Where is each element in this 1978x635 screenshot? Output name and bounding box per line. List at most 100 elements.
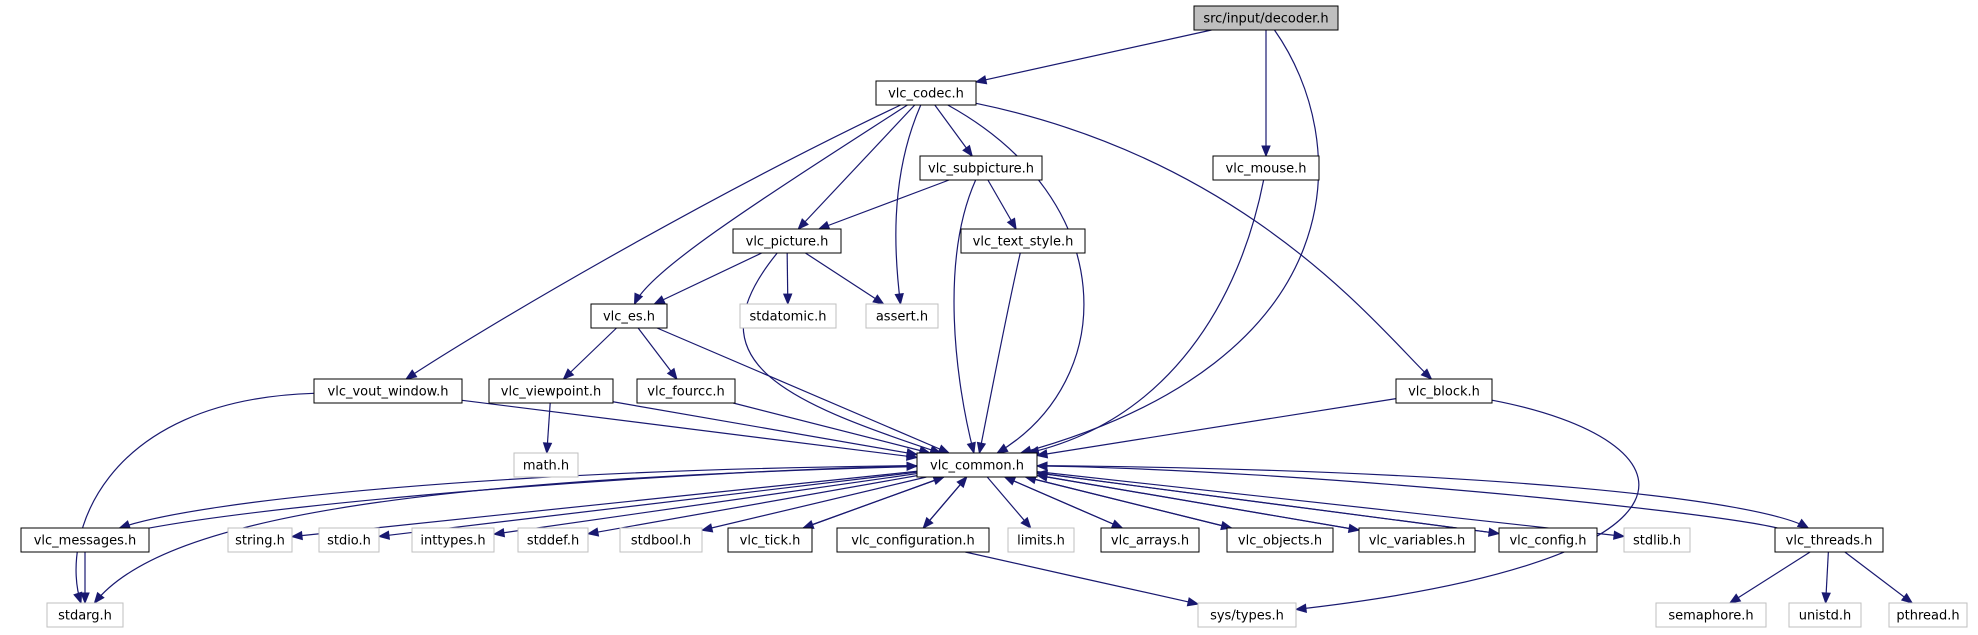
arrowhead	[906, 461, 919, 472]
edge-vlc_codec-to-vlc_subpicture	[934, 104, 973, 158]
arrowhead	[1728, 593, 1742, 604]
edge-vlc_messages-to-stdarg	[80, 552, 90, 605]
edge-line	[818, 179, 950, 230]
arrowhead	[962, 144, 973, 158]
node-vlc-objects[interactable]: vlc_objects.h	[1226, 527, 1334, 553]
node-box	[836, 527, 990, 553]
node-box	[619, 527, 703, 553]
node-vlc-threads[interactable]: vlc_threads.h	[1774, 527, 1884, 553]
node-label: vlc_objects.h	[1238, 534, 1322, 549]
edge-vlc_common-to-stddef	[586, 475, 918, 537]
edge-line	[461, 399, 918, 459]
edge-vlc_es-to-vlc_fourcc	[637, 327, 678, 381]
node-box	[1623, 527, 1691, 553]
edge-vlc_block-to-sys_types	[1294, 399, 1640, 613]
node-box	[1212, 155, 1320, 181]
edge-line	[493, 472, 918, 535]
arrowhead	[492, 527, 506, 538]
edge-vlc_codec-to-vlc_es	[633, 104, 908, 306]
node-vlc-subpicture[interactable]: vlc_subpicture.h	[919, 155, 1043, 181]
arrowhead	[700, 523, 714, 533]
node-vlc-codec[interactable]: vlc_codec.h	[875, 80, 977, 106]
node-box	[1226, 527, 1334, 553]
node-label: vlc_mouse.h	[1226, 162, 1307, 177]
node-box	[1498, 527, 1598, 553]
node-box	[1888, 602, 1968, 628]
node-label: sys/types.h	[1210, 609, 1284, 624]
node-vlc-block[interactable]: vlc_block.h	[1395, 378, 1493, 404]
arrowhead	[1900, 592, 1914, 604]
edge-vlc_picture-to-vlc_common	[742, 252, 942, 455]
node-vlc-configuration[interactable]: vlc_configuration.h	[836, 527, 990, 553]
node-label: stdio.h	[327, 534, 371, 549]
edge-line	[563, 327, 617, 380]
node-vlc-vout-window[interactable]: vlc_vout_window.h	[313, 378, 463, 404]
node-box	[590, 303, 668, 329]
node-vlc-variables[interactable]: vlc_variables.h	[1358, 527, 1476, 553]
node-vlc-viewpoint[interactable]: vlc_viewpoint.h	[488, 378, 614, 404]
arrowhead	[1186, 597, 1200, 607]
node-vlc-tick[interactable]: vlc_tick.h	[727, 527, 813, 553]
arrowhead	[782, 293, 793, 306]
arrowhead	[932, 476, 946, 486]
node-label: vlc_es.h	[603, 310, 655, 325]
edge-vlc_threads-to-unistd	[1821, 551, 1831, 605]
node-stdbool: stdbool.h	[619, 527, 703, 553]
arrowhead	[653, 295, 666, 305]
node-label: vlc_fourcc.h	[647, 385, 724, 400]
arrowhead	[1035, 461, 1048, 471]
node-stdio: stdio.h	[318, 527, 380, 553]
edge-vlc_config-to-vlc_common	[1035, 469, 1500, 535]
node-box	[1395, 378, 1493, 404]
node-box	[1774, 527, 1884, 553]
edge-line	[656, 327, 950, 454]
node-box	[1197, 602, 1297, 628]
node-vlc-config[interactable]: vlc_config.h	[1498, 527, 1598, 553]
node-vlc-picture[interactable]: vlc_picture.h	[732, 228, 842, 254]
node-box	[636, 378, 736, 404]
edge-line	[1729, 551, 1811, 604]
arrowhead	[974, 75, 988, 85]
node-label: vlc_block.h	[1408, 385, 1480, 400]
node-box	[732, 228, 842, 254]
edge-vlc_common-to-string	[290, 470, 918, 541]
edge-line	[405, 104, 901, 380]
edge-vlc_codec-to-vlc_vout_window	[404, 104, 901, 380]
edge-vlc_common-to-stdlib	[1036, 471, 1626, 540]
node-vlc-fourcc[interactable]: vlc_fourcc.h	[636, 378, 736, 404]
node-label: vlc_variables.h	[1369, 534, 1466, 549]
node-stddef: stddef.h	[517, 527, 589, 553]
arrowhead	[1613, 530, 1626, 540]
edge-vlc_picture-to-assert	[805, 252, 885, 305]
node-box	[513, 452, 579, 478]
node-box	[1358, 527, 1476, 553]
arrowhead	[1420, 368, 1433, 380]
node-vlc-common[interactable]: vlc_common.h	[916, 452, 1038, 478]
node-vlc-text-style[interactable]: vlc_text_style.h	[960, 228, 1086, 254]
edge-vlc_codec-to-assert	[894, 104, 922, 306]
arrowhead	[1035, 469, 1049, 479]
edge-vlc_picture-to-vlc_es	[653, 252, 762, 305]
node-vlc-arrays[interactable]: vlc_arrays.h	[1100, 527, 1200, 553]
node-decoder[interactable]: src/input/decoder.h	[1193, 5, 1339, 31]
node-vlc-es[interactable]: vlc_es.h	[590, 303, 668, 329]
node-label: vlc_arrays.h	[1111, 534, 1189, 549]
edge-line	[1036, 464, 1809, 529]
edge-vlc_arrays-to-vlc_common	[1003, 476, 1123, 529]
node-box	[960, 228, 1086, 254]
arrowhead	[1035, 449, 1049, 459]
node-label: stdbool.h	[631, 534, 691, 549]
node-vlc-messages[interactable]: vlc_messages.h	[20, 527, 150, 553]
node-label: limits.h	[1017, 534, 1065, 549]
edge-vlc_subpicture-to-vlc_picture	[817, 179, 950, 230]
node-vlc-mouse[interactable]: vlc_mouse.h	[1212, 155, 1320, 181]
node-box	[1007, 527, 1075, 553]
node-box	[1788, 602, 1862, 628]
node-label: vlc_viewpoint.h	[501, 385, 601, 400]
arrowhead	[797, 218, 809, 230]
node-box	[1655, 602, 1767, 628]
edge-vlc_common-to-limits	[986, 476, 1032, 530]
edge-vlc_threads-to-vlc_common	[1035, 461, 1778, 529]
node-box	[227, 527, 293, 553]
edge-line	[1036, 465, 1778, 529]
